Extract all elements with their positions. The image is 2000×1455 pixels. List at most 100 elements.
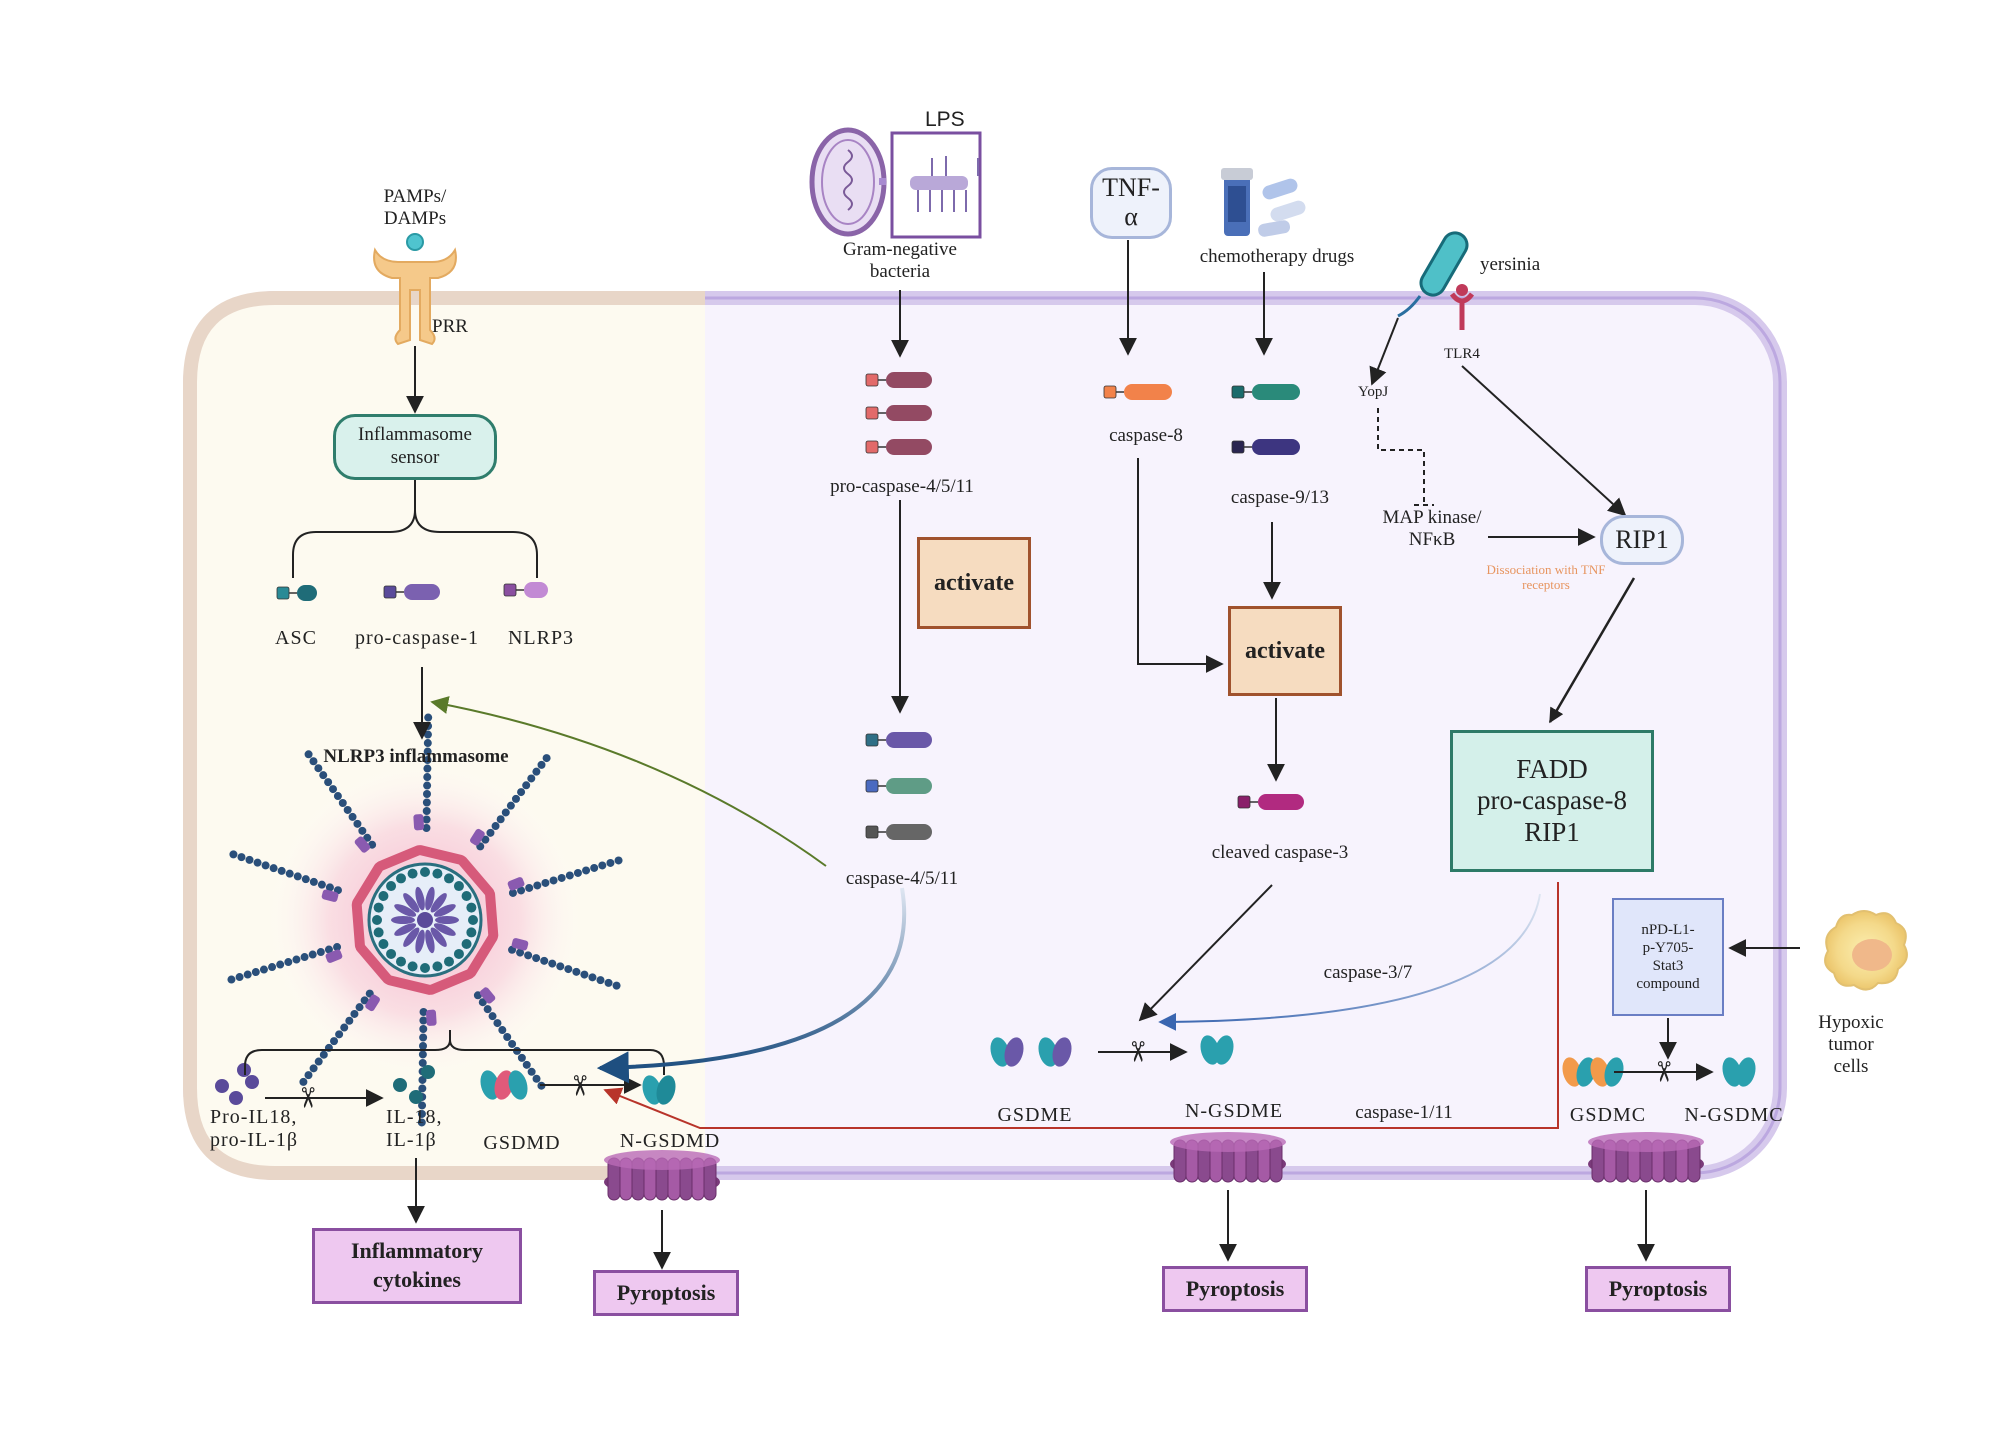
svg-text:✂: ✂ (563, 1074, 596, 1097)
svg-text:✂: ✂ (1647, 1060, 1680, 1083)
pyroptosis-label-gsdmd: Pyroptosis (616, 1280, 716, 1305)
pyroptosis-box-gsdmd: Pyroptosis (593, 1270, 739, 1316)
arrow-tlr4-to-rip1 (1461, 365, 1627, 517)
pro-il-label: Pro-IL18, pro-IL-1β (210, 1106, 299, 1151)
inflammatory-cytokines-box: Inflammatory cytokines (312, 1228, 522, 1304)
nlrp3-inflammasome-complex-icon (227, 713, 623, 1127)
caspase-13-protein-icon (1231, 439, 1300, 455)
arrow-caspase111-to-gsdmd (603, 882, 1559, 1129)
arrow-caspase8-to-activate (1137, 458, 1224, 673)
fadd-complex-label: FADD pro-caspase-8 RIP1 (1477, 754, 1627, 847)
il-icon (421, 1065, 435, 1079)
gsdmc-label: GSDMC (1569, 1104, 1647, 1126)
scissors-icon: ✂ ✂ ✂ ✂ (291, 1040, 1680, 1109)
fadd-complex-box: FADD pro-caspase-8 RIP1 (1450, 730, 1654, 872)
gsdme-protein-icon (990, 1037, 1024, 1067)
tlr4-label: TLR4 (1444, 346, 1480, 362)
arrow-cleaved-to-gsdme (1138, 884, 1273, 1022)
yersinia-label: yersinia (1480, 254, 1541, 275)
bracket-inflammasome-split (244, 1030, 665, 1075)
dissociation-label: Dissociation with TNF receptors (1486, 562, 1606, 592)
lps-membrane-icon (890, 131, 982, 239)
pro-il-icon (245, 1075, 259, 1089)
inhibit-yopj-mapk (1377, 408, 1434, 506)
npd-l1-compound-box: nPD-L1- p-Y705- Stat3 compound (1612, 898, 1724, 1016)
gsdmd-pore-icon (604, 1150, 720, 1201)
n-gsdmd-protein-icon (642, 1075, 676, 1105)
cleaved-caspase3-label: cleaved caspase-3 (1211, 842, 1349, 863)
n-gsdmc-label: N-GSDMC (1684, 1104, 1784, 1126)
caspase-5-icon (865, 778, 932, 794)
svg-text:✂: ✂ (291, 1086, 324, 1109)
caspase9-label: caspase-9/13 (1230, 487, 1330, 508)
gsdmc-pore-icon (1588, 1132, 1704, 1183)
activate-box-caspase3: activate (1228, 606, 1342, 696)
gsdme-label: GSDME (997, 1104, 1073, 1126)
chemo-label: chemotherapy drugs (1199, 246, 1355, 267)
pyroptosis-label-gsdme: Pyroptosis (1185, 1276, 1285, 1301)
arrow-fadd-to-gsdme (1158, 893, 1541, 1031)
n-gsdme-label: N-GSDME (1184, 1100, 1284, 1122)
arrow-yersinia-to-yopj (1369, 317, 1399, 386)
bracket-sensor-split (292, 480, 538, 578)
n-gsdme-protein-icon (1200, 1035, 1234, 1065)
gsdme-pore-icon (1170, 1132, 1286, 1183)
caspase-1-11-label: caspase-1/11 (1355, 1102, 1453, 1123)
inflammatory-cytokines-label: Inflammatory cytokines (351, 1238, 483, 1292)
hypoxic-label: Hypoxic tumor cells (1818, 1012, 1884, 1077)
cleaved-caspase3-protein-icon (1237, 794, 1304, 810)
pro-caspase-4-5-11-icon (865, 372, 932, 388)
pro-caspase-4-5-11-label: pro-caspase-4/5/11 (830, 476, 974, 497)
rip1-label: RIP1 (1615, 525, 1669, 554)
caspase-8-protein-icon (1103, 384, 1172, 400)
il-icon (393, 1078, 407, 1092)
nlrp3-label: NLRP3 (507, 627, 575, 649)
asc-protein-icon (276, 585, 317, 601)
prr-receptor-icon (373, 233, 457, 346)
prr-label: PRR (432, 316, 468, 337)
pyroptosis-label-gsdmc: Pyroptosis (1608, 1276, 1708, 1301)
gram-negative-bacterium-icon (809, 127, 887, 237)
pyroptosis-box-gsdme: Pyroptosis (1162, 1266, 1308, 1312)
caspase-4-5-11-label: caspase-4/5/11 (845, 868, 959, 889)
activate-label-caspase3: activate (1245, 637, 1325, 664)
asc-label: ASC (275, 627, 317, 649)
mapk-nfkb-label: MAP kinase/ NFκB (1382, 507, 1482, 550)
caspase8-label: caspase-8 (1109, 425, 1183, 446)
nlrp3-inflammasome-label: NLRP3 inflammasome (323, 746, 509, 767)
svg-text:✂: ✂ (1121, 1040, 1154, 1063)
pro-caspase-4-5-11-icon (865, 405, 932, 421)
gsdmd-protein-icon (480, 1070, 528, 1100)
npd-l1-compound-label: nPD-L1- p-Y705- Stat3 compound (1636, 922, 1700, 992)
pamps-label: PAMPs/ DAMPs (383, 186, 447, 229)
inflammasome-sensor-label: Inflammasome sensor (358, 424, 472, 468)
activate-box-noncanonical: activate (917, 537, 1031, 629)
yopj-label: YopJ (1358, 384, 1389, 400)
caspase-4-icon (865, 732, 932, 748)
caspase-9-protein-icon (1231, 384, 1300, 400)
caspase-3-7-label: caspase-3/7 (1323, 962, 1413, 983)
pyroptosis-box-gsdmc: Pyroptosis (1585, 1266, 1731, 1312)
arrow-rip1-to-fadd (1548, 577, 1636, 724)
gsdmd-label: GSDMD (483, 1132, 561, 1154)
lps-label: LPS (925, 108, 965, 131)
il-label: IL-18, IL-1β (386, 1106, 443, 1151)
pro-il-icon (229, 1091, 243, 1105)
tnf-alpha-box: TNF- α (1090, 167, 1172, 239)
nlrp3-protein-icon (503, 582, 548, 598)
caspase-11-icon (865, 824, 932, 840)
gsdme-protein-icon-2 (1038, 1037, 1072, 1067)
pro-il-icon (215, 1079, 229, 1093)
arrow-caspase-to-inflammasome (430, 696, 827, 867)
n-gsdmc-protein-icon (1722, 1057, 1756, 1087)
activate-label-noncanonical: activate (934, 569, 1014, 596)
inflammasome-sensor-box: Inflammasome sensor (333, 414, 497, 480)
pro-caspase1-label: pro-caspase-1 (354, 627, 480, 649)
arrow-caspase-to-gsdmd (596, 887, 907, 1084)
gsdmc-protein-icon (1562, 1057, 1624, 1087)
il-icon (409, 1090, 423, 1104)
rip1-box: RIP1 (1600, 515, 1684, 565)
pro-caspase-4-5-11-icon (865, 439, 932, 455)
inflammasome-region-border (183, 291, 705, 1180)
